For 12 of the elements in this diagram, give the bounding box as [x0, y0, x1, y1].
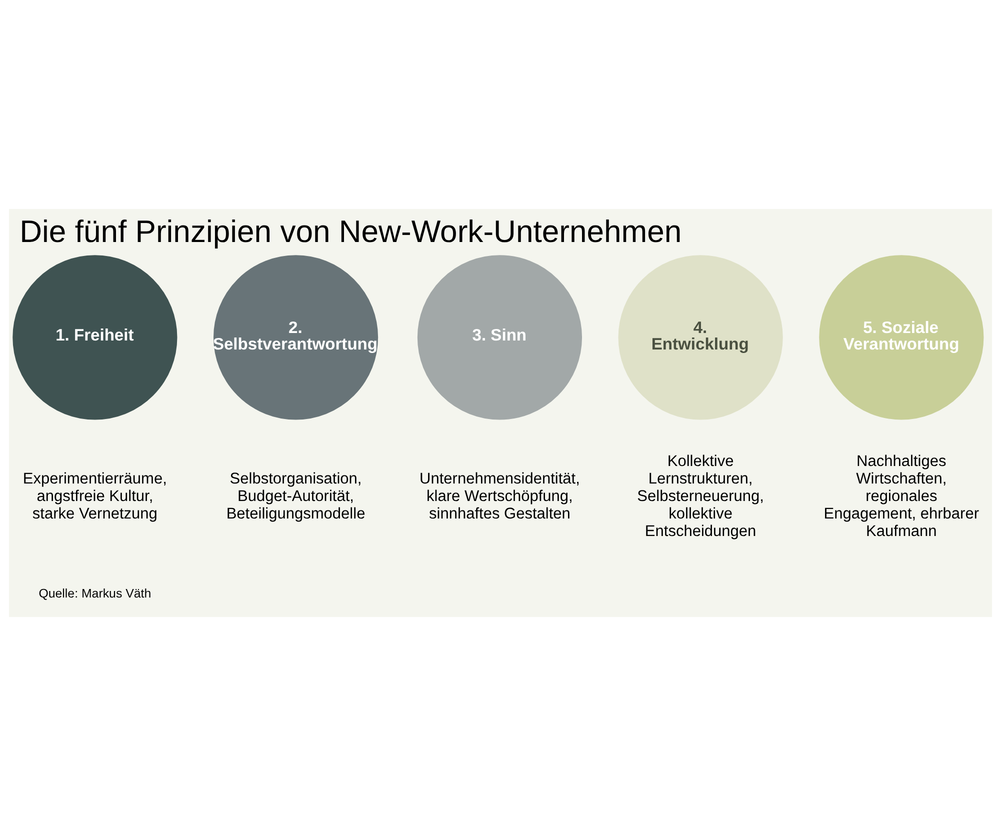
node-circle: 3. Sinn — [416, 254, 582, 420]
caption: Quelle: Markus Väth — [38, 586, 151, 600]
node-circle: 2. Selbstverantwortung — [212, 254, 378, 420]
node-label: Experimentierräume, angstfreie Kultur, starke Vernetzung — [22, 470, 166, 522]
diagram-title: Die fünf Prinzipien von New-Work-Unternehmen — [19, 214, 682, 249]
node-label: Selbstorganisation, Budget-Autorität, Beteiligungsmodelle — [226, 470, 365, 522]
node-circle: 1. Freiheit — [12, 254, 177, 420]
node-label: Kollektive Lernstrukturen, Selbsterneuerung, kollektive Entscheidungen — [636, 452, 764, 540]
node-label: Unternehmensidentität, klare Wertschöpfung, sinnhaftes Gestalten — [419, 470, 580, 522]
node-label: Nachhaltiges Wirtschaften, regionales Engagement, ehrbarer Kaufmann — [823, 452, 979, 540]
node-circle: 5. Soziale Verantwortung — [818, 254, 984, 420]
node-circle: 4. Entwicklung — [618, 254, 782, 420]
